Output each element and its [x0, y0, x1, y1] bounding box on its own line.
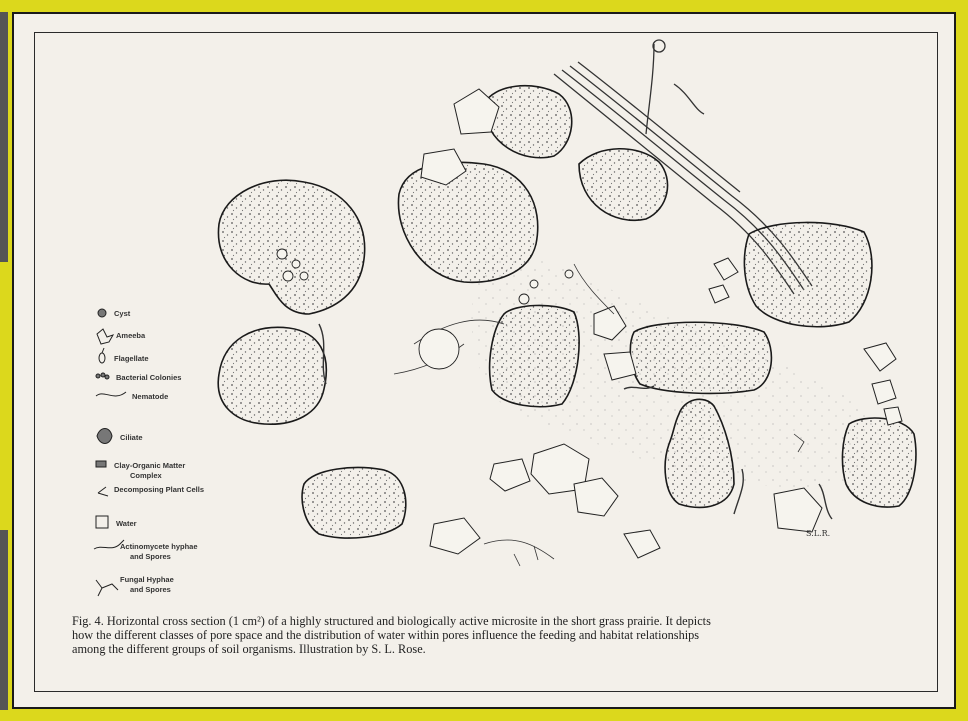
- illustration-page: Cyst Ameeba Flagellate Bacterial Colonie…: [12, 12, 956, 709]
- legend-icons: [94, 309, 126, 596]
- decomposing-plant-cells-icon: [98, 487, 108, 496]
- legend-label-ciliate: Ciliate: [120, 433, 143, 442]
- legend-label-nematode: Nematode: [132, 392, 168, 401]
- artist-signature: S.L.R.: [806, 529, 830, 538]
- clay-organic-matter-icon: [96, 461, 106, 467]
- legend-label-ameba: Ameeba: [116, 331, 146, 340]
- ameba-icon: [97, 329, 113, 344]
- legend-label-bacterial-colonies: Bacterial Colonies: [116, 373, 181, 382]
- legend-label-fungal-spores: and Spores: [130, 585, 171, 594]
- legend-label-decomposing-plant-cells: Decomposing Plant Cells: [114, 485, 204, 494]
- nematode-icon: [96, 392, 126, 396]
- legend-label-actinomycete: Actinomycete hyphae: [120, 542, 198, 551]
- flagellate-icon: [99, 348, 105, 363]
- figure-caption: Fig. 4. Horizontal cross section (1 cm²)…: [72, 614, 942, 656]
- legend-label-complex: Complex: [130, 471, 163, 480]
- left-edge-strip-top: [0, 12, 8, 262]
- legend-label-clay-organic-matter: Clay-Organic Matter: [114, 461, 185, 470]
- legend-label-water: Water: [116, 519, 137, 528]
- fungal-hyphae-icon: [96, 580, 118, 596]
- legend-label-fungal-hyphae: Fungal Hyphae: [120, 575, 174, 584]
- ciliate-icon: [97, 429, 112, 444]
- bacterial-colonies-icon: [96, 373, 109, 379]
- legend-label-cyst: Cyst: [114, 309, 131, 318]
- cyst-icon: [98, 309, 106, 317]
- soil-cross-section-illustration: Cyst Ameeba Flagellate Bacterial Colonie…: [14, 14, 954, 707]
- water-icon: [96, 516, 108, 528]
- legend-label-flagellate: Flagellate: [114, 354, 149, 363]
- legend-label-actinomycete-spores: and Spores: [130, 552, 171, 561]
- legend: Cyst Ameeba Flagellate Bacterial Colonie…: [114, 309, 204, 594]
- left-edge-strip-bottom: [0, 530, 8, 710]
